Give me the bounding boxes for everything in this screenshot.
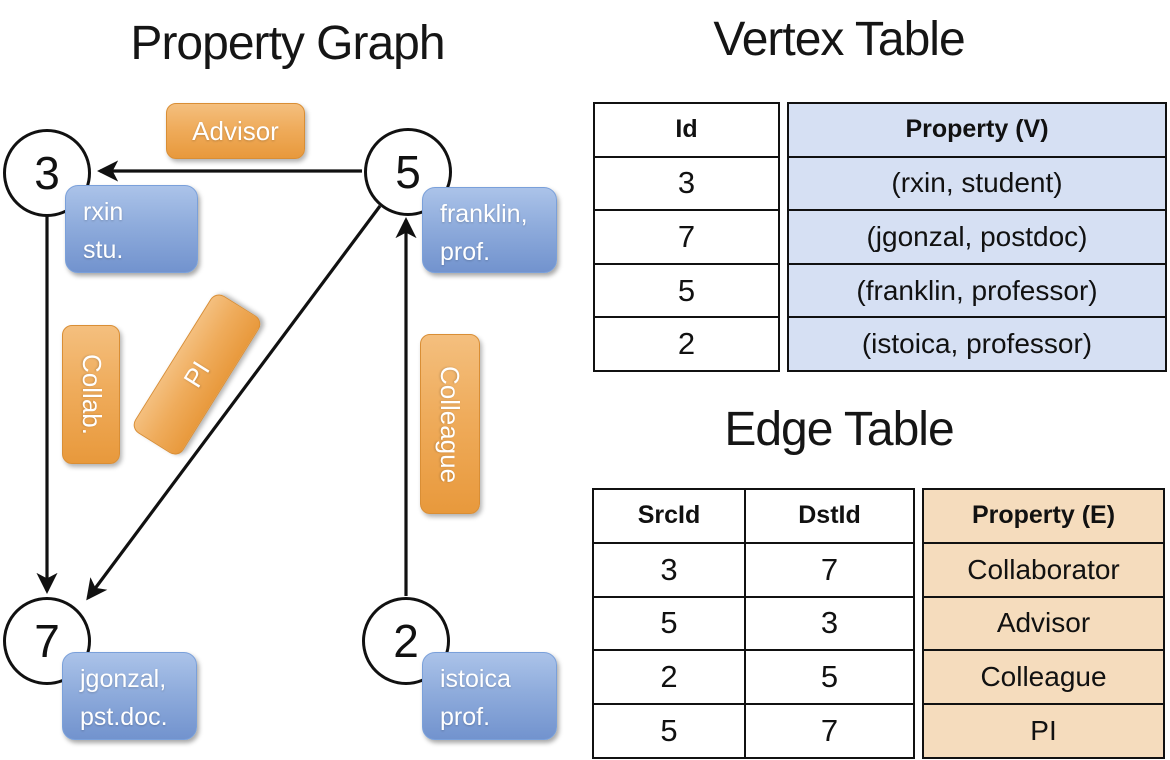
table-row: PI xyxy=(924,703,1163,757)
table-row: Advisor xyxy=(924,595,1163,650)
table-row: 3 xyxy=(595,155,778,210)
vertex-table-id-header: Id xyxy=(675,115,698,144)
vertex-property-cell: (franklin, professor) xyxy=(856,274,1098,306)
edge-label-colleague: Colleague xyxy=(420,334,480,514)
vertex-property-line: jgonzal, xyxy=(80,665,167,693)
vertex-property-line: rxin xyxy=(83,198,124,226)
edge-pi-arrow xyxy=(86,205,382,601)
table-row: 5 xyxy=(595,262,778,317)
edge-table-property-column: Property (E) Collaborator Advisor Collea… xyxy=(922,488,1165,759)
vertex-property-box-7: jgonzal, pst.doc. xyxy=(62,652,197,740)
vertex-property-cell: (istoica, professor) xyxy=(861,328,1093,360)
vertex-table-property-column: Property (V) (rxin, student) (jgonzal, p… xyxy=(787,102,1167,372)
table-row: 5 3 xyxy=(594,595,913,650)
table-row: Collaborator xyxy=(924,541,1163,596)
edge-dstid-cell: 3 xyxy=(744,597,913,650)
edge-label-collab: Collab. xyxy=(62,325,120,464)
edge-srcid-cell: 2 xyxy=(660,659,678,695)
table-header-row: Id xyxy=(595,104,778,156)
vertex-table-id-column: Id 3 7 5 2 xyxy=(593,102,780,372)
vertex-property-line: istoica xyxy=(440,665,511,693)
table-row: 2 5 xyxy=(594,649,913,704)
vertex-id-7: 7 xyxy=(34,615,60,667)
edge-label-advisor-text: Advisor xyxy=(192,115,279,146)
table-row: (franklin, professor) xyxy=(789,262,1165,317)
vertex-node-5: 5 xyxy=(364,128,452,216)
table-header-row: SrcId DstId xyxy=(594,490,913,542)
vertex-id-3: 3 xyxy=(34,147,60,199)
edge-property-cell: PI xyxy=(1030,715,1057,747)
edge-srcid-cell: 5 xyxy=(660,605,678,641)
vertex-property-box-3: rxin stu. xyxy=(65,185,198,273)
edge-table-property-header: Property (E) xyxy=(971,501,1116,530)
vertex-table-title: Vertex Table xyxy=(713,13,965,66)
vertex-property-cell: (jgonzal, postdoc) xyxy=(866,220,1088,252)
table-row: (rxin, student) xyxy=(789,155,1165,210)
edge-label-collab-text: Collab. xyxy=(76,354,107,435)
edge-label-pi-text: PI xyxy=(177,355,216,393)
table-row: (istoica, professor) xyxy=(789,316,1165,370)
edge-label-advisor: Advisor xyxy=(166,103,305,159)
edge-property-cell: Colleague xyxy=(980,661,1107,693)
table-row: Colleague xyxy=(924,649,1163,703)
vertex-property-line: stu. xyxy=(83,235,124,264)
vertex-table-property-header: Property (V) xyxy=(905,115,1049,144)
edge-dstid-cell: 5 xyxy=(744,651,913,704)
edge-table-dstid-header: DstId xyxy=(744,490,913,542)
table-header-row: Property (E) xyxy=(924,490,1163,542)
edge-property-cell: Collaborator xyxy=(967,553,1120,585)
table-row: 3 7 xyxy=(594,541,913,596)
edge-dstid-cell: 7 xyxy=(744,543,913,596)
vertex-id-cell: 7 xyxy=(677,218,696,254)
edge-property-cell: Advisor xyxy=(996,607,1091,639)
vertex-property-line: prof. xyxy=(440,237,491,266)
table-row: 5 7 xyxy=(594,703,913,757)
edge-srcid-cell: 3 xyxy=(660,551,678,587)
vertex-id-5: 5 xyxy=(395,146,421,198)
vertex-property-line: pst.doc. xyxy=(80,702,168,731)
vertex-property-box-5: franklin, prof. xyxy=(422,187,557,273)
vertex-property-cell: (rxin, student) xyxy=(891,167,1063,199)
table-row: (jgonzal, postdoc) xyxy=(789,209,1165,263)
edge-srcid-cell: 5 xyxy=(660,713,678,749)
vertex-node-2: 2 xyxy=(362,597,450,685)
table-row: 7 xyxy=(595,209,778,263)
edge-table-title: Edge Table xyxy=(724,403,954,456)
vertex-property-line: franklin, xyxy=(440,200,528,228)
property-graph-title: Property Graph xyxy=(130,17,445,70)
vertex-id-cell: 2 xyxy=(677,326,696,362)
vertex-property-line: prof. xyxy=(440,702,491,731)
vertex-id-cell: 5 xyxy=(677,272,696,308)
edge-table-id-columns: SrcId DstId 3 7 5 3 2 5 5 7 xyxy=(592,488,915,759)
edge-label-colleague-text: Colleague xyxy=(435,365,466,483)
vertex-id-cell: 3 xyxy=(677,165,696,201)
vertex-property-box-2: istoica prof. xyxy=(422,652,557,740)
table-row: 2 xyxy=(595,316,778,370)
edge-table-srcid-header: SrcId xyxy=(637,501,701,530)
edge-dstid-cell: 7 xyxy=(744,705,913,757)
vertex-id-2: 2 xyxy=(393,615,419,667)
table-header-row: Property (V) xyxy=(789,104,1165,156)
